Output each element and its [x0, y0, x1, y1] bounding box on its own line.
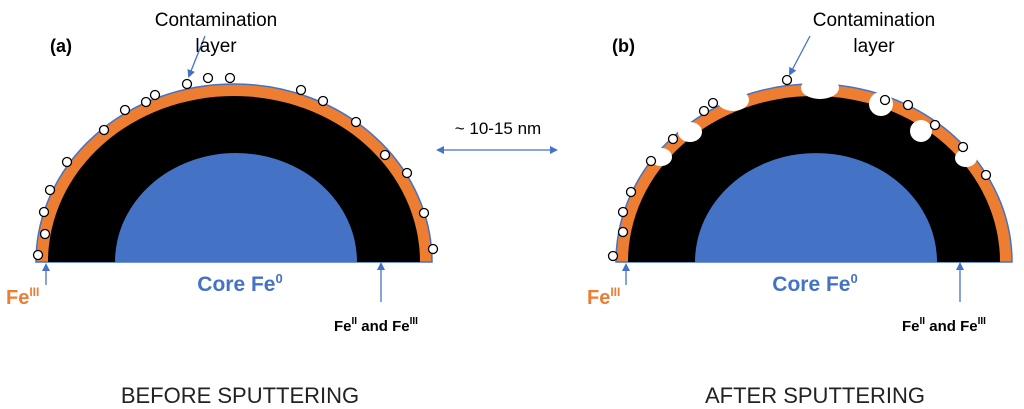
contamination-particle — [44, 184, 56, 196]
core-label-text: Core Fe — [772, 273, 850, 296]
fe3-label: FeIII — [6, 285, 39, 309]
fe3-label-sup: III — [610, 285, 620, 299]
sputter-pit — [910, 120, 932, 142]
contamination-particle — [140, 96, 152, 108]
contamination-particles — [32, 72, 439, 261]
panel-b: (b) Contamination layer Core Fe0 FeIII F… — [587, 10, 1013, 408]
contamination-particle — [39, 228, 51, 240]
contamination-particle — [957, 141, 969, 153]
contamination-particle — [98, 124, 110, 136]
caption-before: BEFORE SPUTTERING — [121, 383, 359, 408]
distance-indicator: ~ 10-15 nm — [436, 119, 558, 154]
contamination-particle — [902, 99, 914, 111]
panel-a: (a) Contamination layer Core Fe0 FeIII F… — [6, 10, 439, 408]
fe2-label-text: Fe — [334, 318, 352, 335]
contamination-particle — [781, 74, 793, 86]
contamination-label-line2: layer — [195, 36, 237, 57]
core-label-text: Core Fe — [197, 273, 275, 296]
core-label: Core Fe0 — [197, 271, 282, 296]
contamination-particle — [401, 167, 413, 179]
contamination-label-line2: layer — [853, 36, 895, 57]
fe3b-label-sup: III — [410, 316, 419, 327]
sputter-pit — [955, 149, 977, 167]
core-label: Core Fe0 — [772, 271, 857, 296]
fe2-label-sup: II — [352, 316, 358, 327]
sputter-pit — [801, 77, 839, 99]
contamination-particle — [181, 78, 193, 90]
contamination-particle — [317, 95, 329, 107]
fe3b-label-sup: III — [978, 316, 987, 327]
contamination-particle — [645, 155, 657, 167]
fe2-label-and: and Fe — [357, 318, 410, 335]
contamination-particle — [32, 249, 44, 261]
contamination-particle — [617, 226, 629, 238]
contamination-particle — [38, 206, 50, 218]
caption-after: AFTER SPUTTERING — [705, 383, 925, 408]
fe2-fe3-label: FeII and FeIII — [334, 316, 418, 335]
core — [115, 153, 357, 262]
core-label-sup: 0 — [850, 271, 857, 286]
contamination-particle — [379, 149, 391, 161]
fe2-fe3-label: FeII and FeIII — [902, 316, 986, 335]
fe2-label-text: Fe — [902, 318, 920, 335]
contamination-particle — [879, 94, 891, 106]
fe2-label-and: and Fe — [925, 318, 978, 335]
contamination-arrow — [187, 35, 206, 78]
fe3-label-text: Fe — [6, 287, 29, 309]
sputter-pit — [869, 92, 893, 116]
sputter-pit — [678, 122, 702, 142]
contamination-particle — [224, 72, 236, 84]
contamination-particle — [149, 89, 161, 101]
contamination-particle — [667, 133, 679, 145]
contamination-particle — [418, 207, 430, 219]
contamination-particle — [350, 116, 362, 128]
contamination-particle — [427, 243, 439, 255]
fe3-label: FeIII — [587, 285, 620, 309]
contamination-label-line1: Contamination — [155, 10, 278, 31]
core-label-sup: 0 — [275, 271, 282, 286]
fe3-label-text: Fe — [587, 287, 610, 309]
contamination-label-line1: Contamination — [813, 10, 936, 31]
contamination-particle — [61, 156, 73, 168]
contamination-particle — [707, 97, 719, 109]
fe2-label-sup: II — [920, 316, 926, 327]
contamination-particles — [607, 74, 992, 262]
distance-label: ~ 10-15 nm — [455, 119, 541, 138]
panel-letter-b: (b) — [612, 36, 635, 56]
panel-letter-a: (a) — [50, 36, 72, 56]
core — [695, 153, 937, 262]
contamination-particle — [202, 72, 214, 84]
fe3-label-sup: III — [29, 285, 39, 299]
contamination-particle — [929, 119, 941, 131]
contamination-particle — [980, 169, 992, 181]
contamination-particle — [295, 84, 307, 96]
contamination-particle — [617, 206, 629, 218]
contamination-particle — [625, 186, 637, 198]
contamination-arrow — [789, 35, 811, 76]
sputter-pit — [717, 89, 749, 111]
contamination-particle — [607, 250, 619, 262]
contamination-particle — [698, 105, 710, 117]
contamination-particle — [119, 104, 131, 116]
